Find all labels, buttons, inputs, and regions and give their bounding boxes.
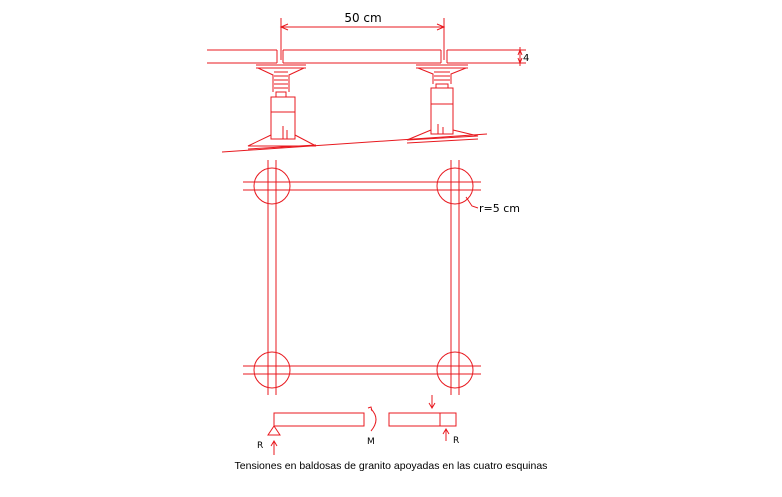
thickness-label: 4 — [523, 53, 529, 64]
tile-outline — [243, 160, 481, 395]
reaction-arrow-left — [270, 440, 278, 447]
support-circle-top-left — [253, 167, 291, 205]
pin-support — [267, 425, 281, 436]
support-circle-bottom-right — [436, 351, 474, 389]
load-arrow — [428, 402, 436, 409]
support-circle-top-right — [436, 167, 474, 205]
sloped-slab-line — [221, 133, 488, 153]
support-label-left: R — [257, 441, 263, 451]
tile-elevation-left — [207, 49, 278, 64]
beam-left — [273, 412, 365, 427]
pedestal-right — [406, 64, 479, 144]
span-dimension — [279, 18, 446, 60]
moment-arrow — [370, 408, 377, 432]
radius-leader — [465, 196, 479, 209]
beam-right-end — [439, 412, 457, 427]
pedestal-left — [247, 64, 317, 150]
caption: Tensiones en baldosas de granito apoyada… — [234, 460, 548, 472]
plan-view — [243, 160, 481, 395]
support-label-right: R — [453, 436, 459, 446]
support-circle-bottom-left — [253, 351, 291, 389]
tile-elevation-center — [282, 49, 442, 64]
thickness-dimension — [517, 47, 526, 66]
structural-schema — [267, 395, 457, 455]
span-label: 50 cm — [344, 11, 381, 25]
beam-right — [388, 412, 441, 427]
radius-label: r=5 cm — [479, 202, 520, 215]
reaction-arrow-right — [442, 428, 450, 435]
elevation-view — [207, 18, 526, 153]
moment-label: M — [367, 437, 375, 447]
tile-elevation-right — [446, 49, 520, 64]
